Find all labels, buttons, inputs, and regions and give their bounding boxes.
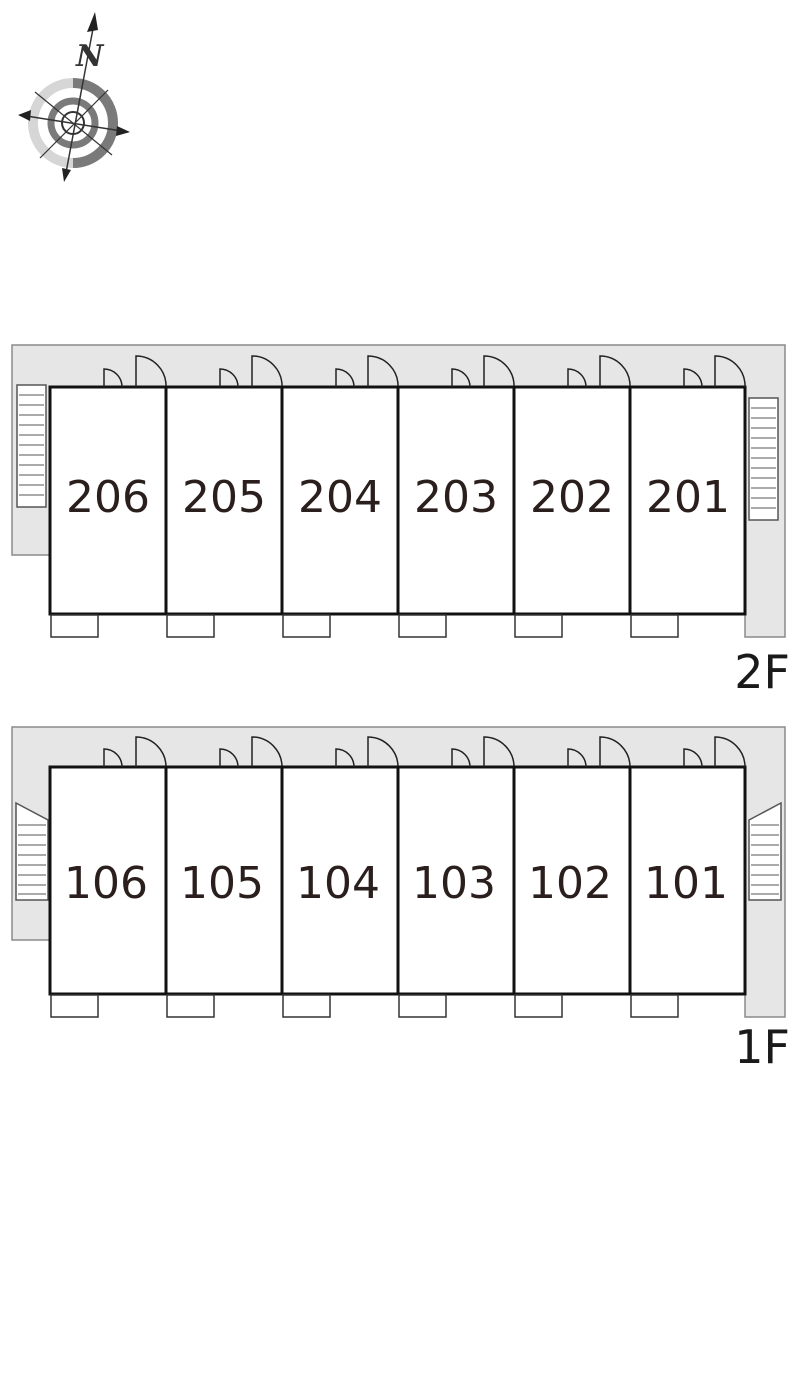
unit-label: 202 xyxy=(530,472,614,523)
unit-label: 203 xyxy=(414,472,498,523)
north-label: N xyxy=(75,39,105,74)
floor-2f: 206 205 204 203 202 xyxy=(11,344,790,699)
stair-right-2f xyxy=(748,397,779,521)
unit-label: 105 xyxy=(180,858,264,909)
stair-left-2f xyxy=(16,384,47,508)
unit-label: 201 xyxy=(646,472,730,523)
unit-label: 106 xyxy=(64,858,148,909)
unit-label: 204 xyxy=(298,472,382,523)
unit-1f-103: 103 xyxy=(396,736,516,1018)
unit-1f-101: 101 xyxy=(628,736,747,1018)
unit-1f-104: 104 xyxy=(280,736,400,1018)
floor-1f: 106 105 104 103 102 xyxy=(11,726,790,1074)
unit-label: 102 xyxy=(528,858,612,909)
unit-1f-105: 105 xyxy=(164,736,284,1018)
floor-label-2f: 2F xyxy=(734,645,790,699)
unit-label: 103 xyxy=(412,858,496,909)
unit-label: 104 xyxy=(296,858,380,909)
unit-2f-205: 205 xyxy=(164,355,284,638)
unit-1f-106: 106 xyxy=(48,736,168,1018)
unit-label: 205 xyxy=(182,472,266,523)
unit-label: 101 xyxy=(644,858,728,909)
unit-1f-102: 102 xyxy=(512,736,632,1018)
compass-icon: N xyxy=(18,12,130,182)
floor-label-1f: 1F xyxy=(734,1020,790,1074)
unit-label: 206 xyxy=(66,472,150,523)
unit-2f-204: 204 xyxy=(280,355,400,638)
stair-left-1f xyxy=(15,801,49,901)
unit-2f-206: 206 xyxy=(48,355,168,638)
stair-right-1f xyxy=(748,801,782,901)
unit-2f-201: 201 xyxy=(628,355,747,638)
unit-2f-203: 203 xyxy=(396,355,516,638)
unit-2f-202: 202 xyxy=(512,355,632,638)
